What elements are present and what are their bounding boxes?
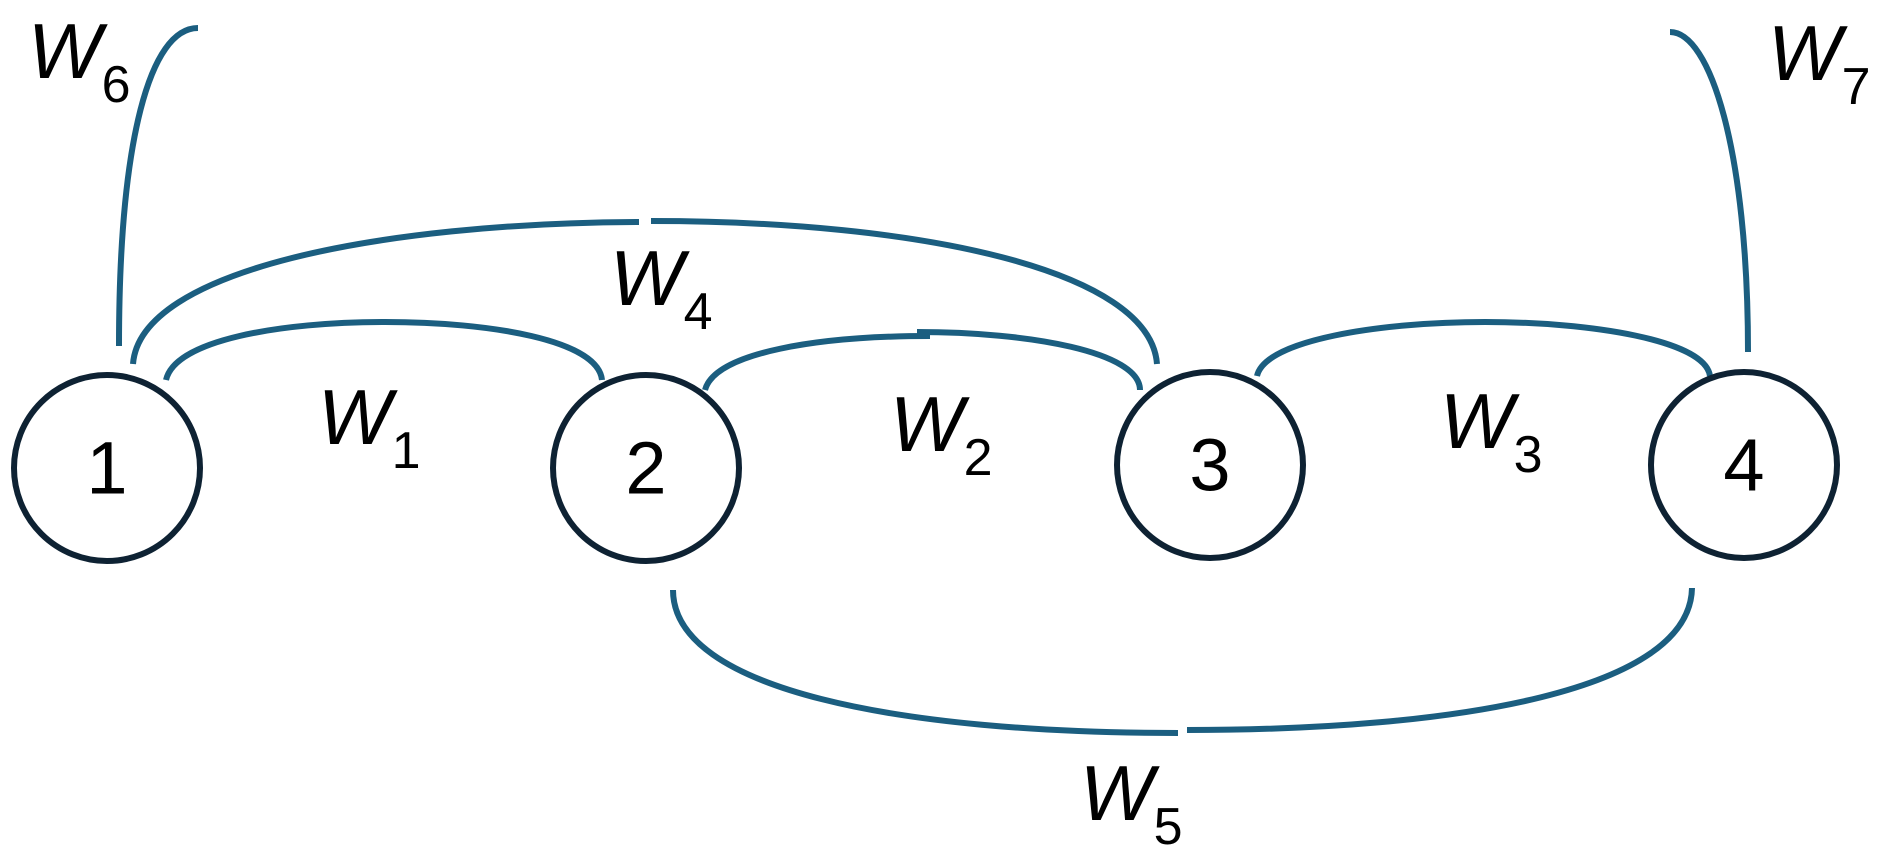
edge-w6 (116, 25, 199, 347)
edge-w2 (702, 333, 931, 392)
label-w4: W4 (610, 234, 713, 341)
edge-w5-left (670, 589, 1179, 736)
edge-w4-right (650, 218, 1160, 365)
node-4-circle (1648, 369, 1840, 561)
label-w7-symbol: W (1768, 9, 1848, 97)
label-w1-subscript: 1 (392, 422, 421, 480)
label-w3: W3 (1440, 377, 1543, 484)
node-2-label: 2 (625, 427, 666, 510)
label-w2-symbol: W (890, 380, 970, 468)
label-w6-symbol: W (28, 7, 108, 95)
label-w5-subscript: 5 (1154, 798, 1183, 855)
node-4-label: 4 (1723, 424, 1764, 507)
label-w4-symbol: W (610, 234, 690, 322)
node-4: 4 (1648, 369, 1840, 561)
node-1-circle (11, 372, 203, 564)
node-3-circle (1114, 369, 1306, 561)
edge-w1-right (384, 319, 605, 381)
label-w2: W2 (890, 380, 993, 487)
label-w5: W5 (1080, 749, 1183, 855)
node-3-label: 3 (1189, 424, 1230, 507)
edges (116, 25, 1751, 736)
label-w3-subscript: 3 (1514, 426, 1543, 484)
label-w4-subscript: 4 (684, 283, 713, 341)
edge-w1 (163, 319, 386, 381)
label-w5-symbol: W (1080, 749, 1160, 837)
label-w6-subscript: 6 (102, 56, 131, 114)
edge-labels: W1 W2 W3 W4 W5 W6 W7 (28, 7, 1871, 855)
node-1-label: 1 (86, 427, 127, 510)
node-2-circle (550, 372, 742, 564)
node-1: 1 (11, 372, 203, 564)
nodes: 1 2 3 4 (11, 369, 1840, 564)
label-w7: W7 (1768, 9, 1871, 116)
node-2: 2 (550, 372, 742, 564)
edge-w5-right (1186, 587, 1695, 733)
label-w6: W6 (28, 7, 131, 114)
label-w1-symbol: W (318, 373, 398, 461)
label-w2-subscript: 2 (964, 429, 993, 487)
edge-w3 (1254, 318, 1713, 378)
node-3: 3 (1114, 369, 1306, 561)
edge-w7 (1669, 29, 1751, 353)
label-w3-symbol: W (1440, 377, 1520, 465)
edge-w2-right (916, 329, 1143, 391)
edge-w4-left (130, 219, 640, 365)
label-w7-subscript: 7 (1842, 58, 1871, 116)
label-w1: W1 (318, 373, 421, 480)
